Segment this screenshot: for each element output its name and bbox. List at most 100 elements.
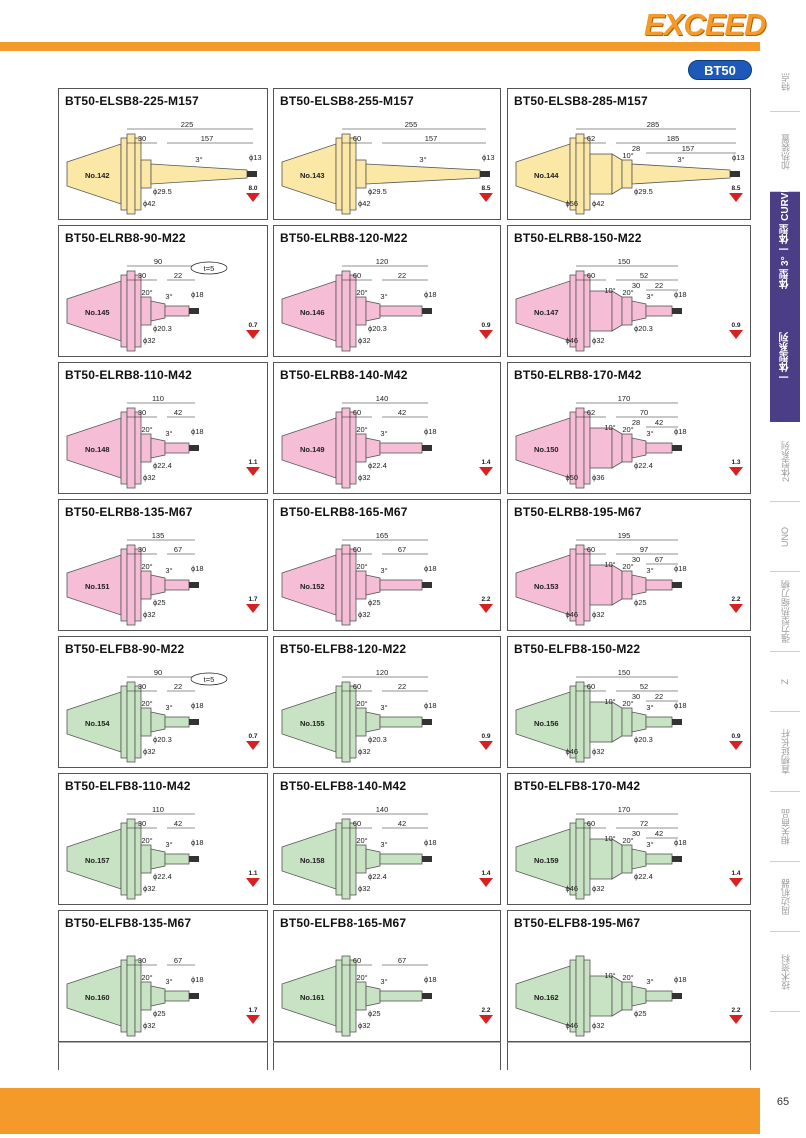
extension-shaft: [645, 579, 673, 591]
thickness-oval: [190, 672, 228, 686]
screw-tip: [730, 171, 740, 177]
neck-section: [355, 433, 367, 463]
flange-ring: [341, 681, 351, 763]
extension-shaft: [645, 853, 673, 865]
dimension-a: 60: [353, 545, 361, 554]
diameter-1: ϕ22.4: [368, 872, 387, 881]
tip-diameter: ϕ18: [674, 427, 687, 436]
overall-length: 110: [152, 394, 164, 403]
side-tab-9[interactable]: 相关商品: [770, 792, 800, 862]
diameter-2: ϕ32: [143, 884, 156, 893]
extension-taper: [150, 163, 248, 185]
empty-card: [58, 1042, 268, 1070]
down-arrow-icon: [479, 467, 493, 476]
flange-ring: [341, 955, 351, 1037]
dimension-b: 72: [640, 819, 648, 828]
neck-section: [355, 981, 367, 1011]
dimension-b: 52: [640, 271, 648, 280]
angle-label: 20°: [356, 288, 367, 297]
side-tab-3[interactable]: 一体型系列: [770, 292, 800, 422]
angle-label: 3°: [165, 977, 172, 986]
extension-shaft: [645, 716, 673, 728]
diameter-2: ϕ32: [143, 473, 156, 482]
side-tab-10[interactable]: 周边机器: [770, 862, 800, 932]
side-tab-6[interactable]: 强力型热缩刀柄: [770, 572, 800, 652]
dimension-a: 60: [587, 682, 595, 691]
screw-tip: [189, 445, 199, 451]
screw-tip: [189, 856, 199, 862]
dimension-a: 60: [353, 956, 361, 965]
angle-label: 3°: [380, 566, 387, 575]
product-code: BT50-ELSB8-225-M157: [65, 94, 199, 108]
side-tab-0[interactable]: 特点: [770, 52, 800, 112]
tip-diameter: ϕ18: [674, 564, 687, 573]
extension-taper: [631, 574, 647, 596]
tip-diameter: ϕ18: [424, 701, 437, 710]
product-number: No.153: [534, 582, 559, 591]
down-arrow-icon: [729, 878, 743, 887]
down-arrow-icon: [479, 741, 493, 750]
flange-ring: [126, 955, 136, 1037]
body-cone: [611, 701, 623, 743]
dimension-b: 97: [640, 545, 648, 554]
overall-length: 150: [618, 668, 631, 677]
diameter-2: ϕ32: [592, 610, 605, 619]
side-tab-2[interactable]: 一体型 3° 一体型 CURVE: [770, 186, 800, 298]
diameter-2: ϕ32: [143, 1021, 156, 1030]
side-tab-11[interactable]: 技术资料: [770, 932, 800, 1012]
extension-taper: [365, 985, 381, 1007]
side-tab-7[interactable]: Z: [770, 652, 800, 712]
dimension-e: 30: [632, 555, 640, 564]
flange-ring: [583, 685, 591, 759]
flange-ring: [335, 685, 343, 759]
screw-tip: [189, 719, 199, 725]
down-arrow-icon: [729, 604, 743, 613]
side-tab-4[interactable]: 2体型系列: [770, 422, 800, 502]
body-cone: [611, 153, 623, 195]
product-code: BT50-ELSB8-285-M157: [514, 94, 648, 108]
dimension-a: 30: [138, 956, 146, 965]
thickness-label: t=5: [204, 675, 215, 684]
product-code: BT50-ELFB8-135-M67: [65, 916, 192, 930]
angle-label: 20°: [356, 836, 367, 845]
side-tab-5[interactable]: UNO: [770, 502, 800, 572]
side-tab-1[interactable]: 加热装置: [770, 112, 800, 192]
dimension-b: 42: [398, 408, 406, 417]
extension-taper: [150, 300, 166, 322]
product-number: No.143: [300, 171, 325, 180]
diameter-2: ϕ32: [358, 747, 371, 756]
angle-label: 10°: [604, 560, 615, 569]
dimension-b: 42: [174, 819, 182, 828]
weight-value: 1.1: [248, 870, 257, 877]
side-tab-8[interactable]: 直柄延长杆: [770, 712, 800, 792]
dimension-b: 22: [398, 271, 406, 280]
screw-tip: [422, 993, 432, 999]
angle-label: 10°: [604, 834, 615, 843]
dimension-a: 30: [138, 819, 146, 828]
neck-section: [621, 981, 633, 1011]
neck-section: [621, 844, 633, 874]
